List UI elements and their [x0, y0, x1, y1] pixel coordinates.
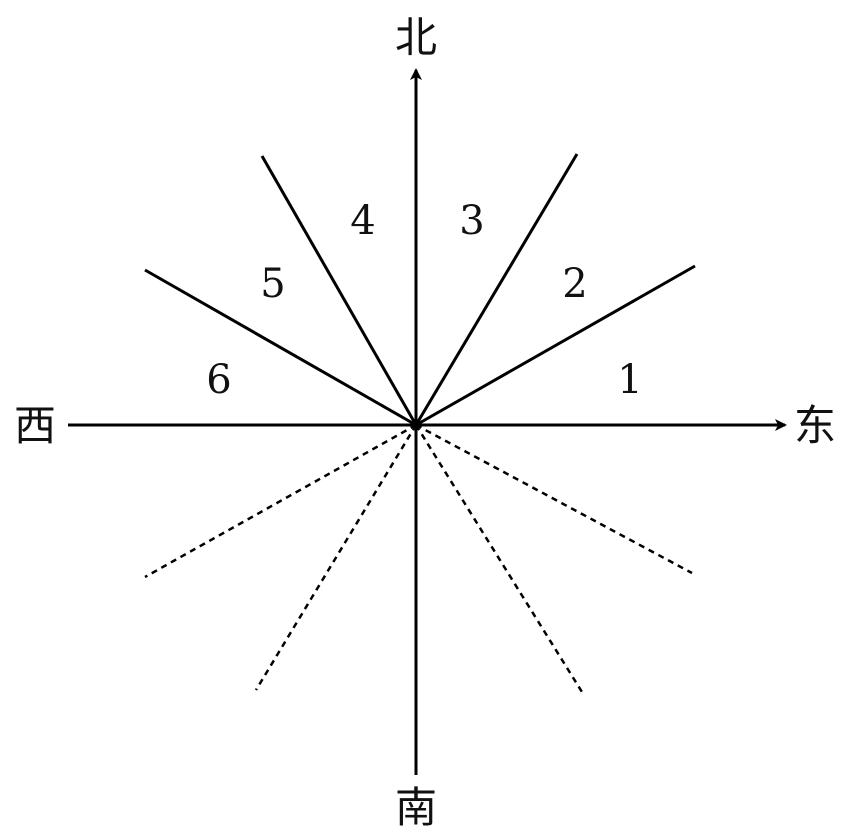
- dashed-ray-lower-left-low: [144, 423, 417, 579]
- sector-ray-upper-left-high: [260, 155, 418, 426]
- label-east: 东: [794, 401, 836, 450]
- sector-ray-upper-left-low: [144, 268, 417, 427]
- origin-point: [412, 421, 420, 429]
- sector-label-4: 4: [350, 198, 375, 244]
- label-north: 北: [395, 13, 437, 62]
- sector-label-5: 5: [260, 261, 285, 307]
- sector-label-3: 3: [459, 198, 484, 244]
- label-south: 南: [395, 783, 437, 832]
- dashed-ray-lower-right-low: [415, 423, 693, 575]
- dashed-ray-lower-right-high: [414, 424, 584, 693]
- sector-label-6: 6: [206, 357, 231, 403]
- sector-ray-upper-right-high: [414, 153, 579, 426]
- sector-ray-upper-right-low: [415, 264, 696, 427]
- dashed-ray-lower-left-high: [254, 424, 418, 691]
- label-west: 西: [14, 401, 56, 450]
- sector-label-2: 2: [562, 261, 587, 307]
- sector-label-1: 1: [617, 357, 642, 403]
